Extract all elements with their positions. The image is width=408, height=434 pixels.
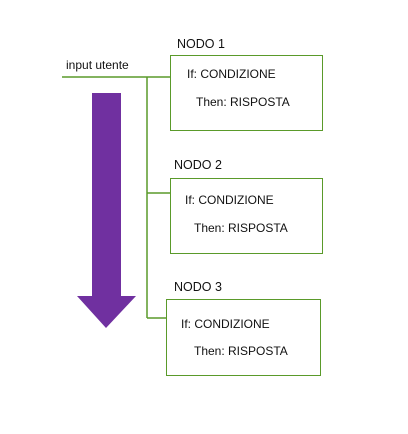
down-arrow-icon [77,93,136,328]
node-3-box: If: CONDIZIONE Then: RISPOSTA [166,299,321,376]
node-3-condition: If: CONDIZIONE [181,317,270,331]
input-label: input utente [66,58,129,72]
node-3-response: Then: RISPOSTA [194,344,288,358]
node-1-response: Then: RISPOSTA [196,95,290,109]
node-2-box: If: CONDIZIONE Then: RISPOSTA [170,178,323,254]
node-1-condition: If: CONDIZIONE [187,67,276,81]
node-2-response: Then: RISPOSTA [194,221,288,235]
node-3-title: NODO 3 [174,280,222,294]
node-1-box: If: CONDIZIONE Then: RISPOSTA [170,55,323,131]
node-2-condition: If: CONDIZIONE [185,193,274,207]
node-1-title: NODO 1 [177,37,225,51]
node-2-title: NODO 2 [174,158,222,172]
